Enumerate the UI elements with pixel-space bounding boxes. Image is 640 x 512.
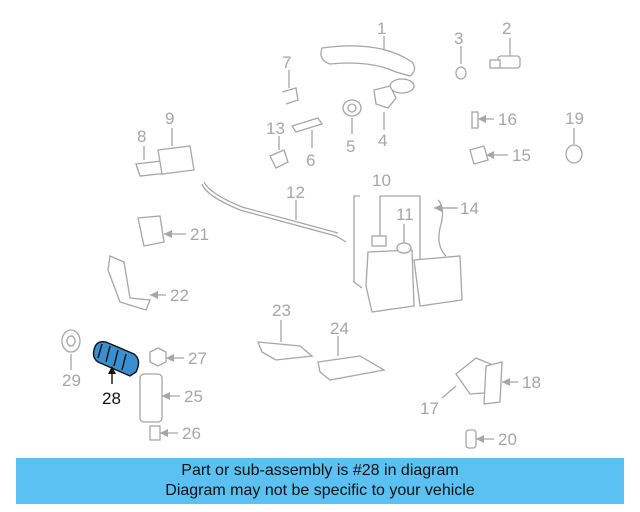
part-11-actuator[interactable] xyxy=(396,224,412,254)
part-3-washer[interactable] xyxy=(455,46,467,80)
part-6-pin[interactable] xyxy=(290,117,324,148)
callout-8: 8 xyxy=(137,127,146,146)
part-9-handle-bezel[interactable] xyxy=(157,128,195,175)
parts-diagram: 1 2 3 4 5 6 7 8 9 10 11 12 13 14 15 16 1… xyxy=(61,19,584,449)
part-20-stop[interactable] xyxy=(465,429,494,449)
part-2-lock-cylinder[interactable] xyxy=(489,38,521,69)
callout-9: 9 xyxy=(165,109,174,128)
callout-21: 21 xyxy=(190,225,209,244)
callout-29: 29 xyxy=(62,371,81,390)
part-12-rod[interactable] xyxy=(201,181,347,243)
callout-1: 1 xyxy=(377,19,386,38)
callout-26: 26 xyxy=(182,424,201,443)
callout-28: 28 xyxy=(102,389,121,408)
part-29-grommet[interactable] xyxy=(61,329,81,370)
callout-24: 24 xyxy=(330,319,349,338)
callout-3: 3 xyxy=(454,29,463,48)
callout-6: 6 xyxy=(306,151,315,170)
part-15-clip[interactable] xyxy=(469,145,508,165)
callout-12: 12 xyxy=(286,183,305,202)
part-1-outside-handle[interactable] xyxy=(320,36,416,94)
info-banner: Part or sub-assembly is #28 in diagram D… xyxy=(16,458,624,504)
part-10-latch-assembly[interactable] xyxy=(353,195,463,313)
callout-23: 23 xyxy=(272,301,291,320)
part-22-bracket[interactable] xyxy=(107,255,166,311)
callout-27: 27 xyxy=(188,349,207,368)
callout-10: 10 xyxy=(372,171,391,190)
part-28-highlighted[interactable] xyxy=(92,340,140,384)
callout-7: 7 xyxy=(282,53,291,72)
callout-19: 19 xyxy=(565,109,584,128)
callout-13: 13 xyxy=(266,119,285,138)
banner-line-disclaimer: Diagram may not be specific to your vehi… xyxy=(165,482,475,499)
part-27-nut[interactable] xyxy=(149,347,184,367)
part-7-clip[interactable] xyxy=(281,70,299,105)
part-21-bracket[interactable] xyxy=(137,215,186,247)
banner-line-part: Part or sub-assembly is #28 in diagram xyxy=(181,462,459,479)
callout-15: 15 xyxy=(512,146,531,165)
callout-22: 22 xyxy=(170,286,189,305)
part-24-cover[interactable] xyxy=(317,336,386,381)
callout-20: 20 xyxy=(498,430,517,449)
callout-11: 11 xyxy=(396,205,414,224)
part-16-screw[interactable] xyxy=(471,111,494,129)
part-14-cable[interactable] xyxy=(434,199,458,257)
part-13-clip[interactable] xyxy=(269,136,289,169)
part-4-bracket[interactable] xyxy=(373,85,397,130)
part-23-check-link[interactable] xyxy=(257,320,314,361)
part-18-hinge-plate[interactable] xyxy=(483,361,518,405)
callout-17: 17 xyxy=(420,399,439,418)
part-25-striker-cover[interactable] xyxy=(139,373,180,423)
callout-5: 5 xyxy=(346,137,355,156)
callout-4: 4 xyxy=(378,131,387,150)
callout-14: 14 xyxy=(460,199,479,218)
part-19-plug[interactable] xyxy=(565,128,583,164)
callout-16: 16 xyxy=(498,110,517,129)
part-5-grommet[interactable] xyxy=(342,99,362,134)
part-26-pin[interactable] xyxy=(149,425,178,441)
callout-18: 18 xyxy=(522,373,541,392)
callout-25: 25 xyxy=(184,387,203,406)
callout-2: 2 xyxy=(502,19,511,38)
